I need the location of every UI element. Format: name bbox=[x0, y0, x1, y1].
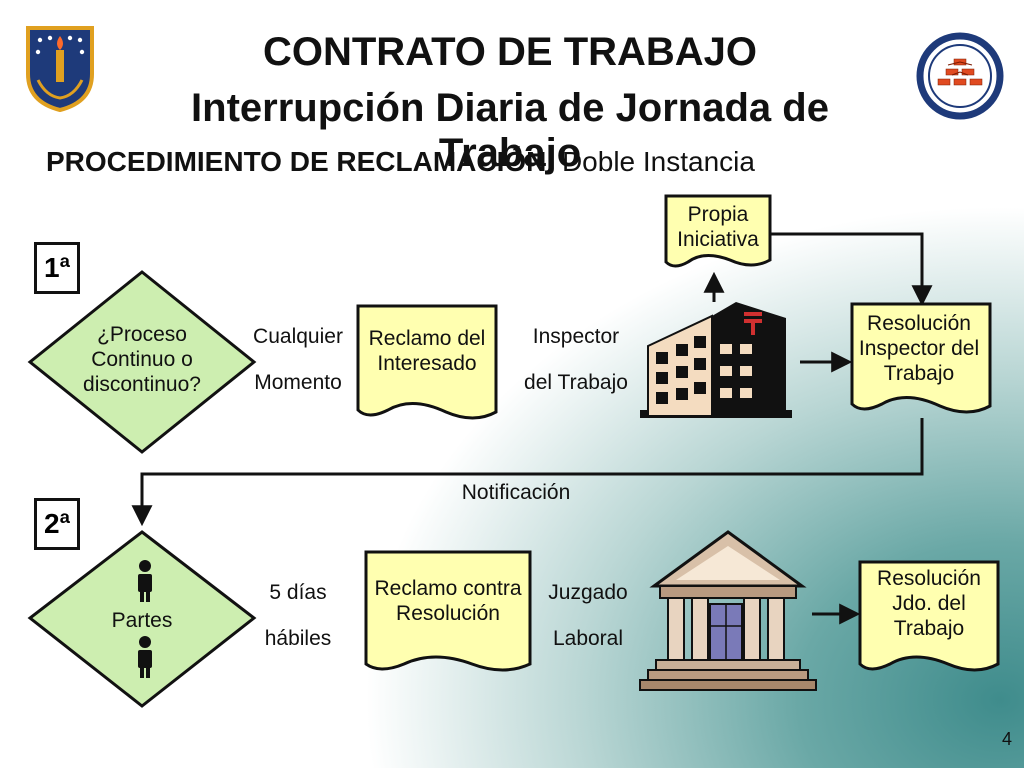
actor-line: Inspector bbox=[532, 325, 620, 348]
actor-label-juzgado: Juzgado Laboral bbox=[530, 570, 646, 662]
decision-parties-text: Partes bbox=[111, 609, 173, 632]
page-subtitle: Interrupción Diaria de Jornada de Trabaj… bbox=[191, 86, 829, 175]
actor-label-inspector: Inspector del Trabajo bbox=[516, 314, 636, 406]
document-reclamo-resolucion bbox=[364, 550, 532, 672]
page-title: CONTRATO DE TRABAJO bbox=[262, 30, 758, 74]
when-label-row1: Cualquier Momento bbox=[248, 314, 348, 406]
page-number: 4 bbox=[1001, 729, 1012, 749]
document-resolucion-juzgado bbox=[858, 560, 1000, 672]
decision-process-text: ¿Proceso Continuo o discontinuo? bbox=[62, 322, 222, 398]
decision-diamond-parties bbox=[27, 530, 257, 708]
when-line: Cualquier bbox=[253, 325, 343, 348]
document-propia-iniciativa bbox=[664, 194, 772, 268]
reclamo-resolucion-text: Reclamo contra Resolución bbox=[366, 576, 530, 626]
person-icon bbox=[138, 636, 152, 678]
resolucion-inspector-text: Resolución Inspector del Trabajo bbox=[848, 311, 990, 387]
decision-diamond-process bbox=[27, 270, 257, 454]
doc-line: Resolución bbox=[867, 312, 971, 335]
doc-line: Resolución bbox=[877, 567, 981, 590]
doc-line: Reclamo contra bbox=[374, 577, 522, 600]
actor-line: Juzgado bbox=[548, 581, 628, 604]
doc-line: Inspector del bbox=[858, 337, 980, 361]
when-line: Momento bbox=[254, 371, 342, 395]
person-icon bbox=[138, 560, 152, 602]
procedure-heading-bold: PROCEDIMIENTO DE RECLAMACIÓN bbox=[46, 146, 547, 177]
doc-line: Resolución bbox=[396, 602, 500, 626]
doc-line: Jdo. del bbox=[892, 592, 966, 616]
when-line: hábiles bbox=[264, 627, 332, 651]
decision-line: Continuo o bbox=[91, 348, 193, 372]
procedure-heading: PROCEDIMIENTO DE RECLAMACIÓN: Doble Inst… bbox=[46, 146, 755, 178]
university-shield-logo bbox=[26, 26, 94, 112]
reclamo-interesado-text: Reclamo del Interesado bbox=[358, 326, 496, 376]
procedure-heading-rest: : Doble Instancia bbox=[546, 146, 755, 177]
actor-line: del Trabajo bbox=[524, 371, 628, 395]
decision-line: discontinuo? bbox=[83, 373, 201, 397]
document-reclamo-interesado bbox=[356, 304, 498, 420]
doc-line: Interesado bbox=[377, 352, 477, 376]
when-line: 5 días bbox=[269, 581, 327, 604]
propia-iniciativa-text: Propia Iniciativa bbox=[666, 202, 770, 252]
emblem-red-mark bbox=[744, 312, 762, 335]
decision-line: ¿Proceso bbox=[97, 323, 187, 346]
resolucion-juzgado-text: Resolución Jdo. del Trabajo bbox=[858, 566, 1000, 642]
stage-first-instance: 1ª bbox=[34, 242, 80, 294]
notification-label: Notificación bbox=[461, 481, 571, 504]
department-emblem-logo bbox=[900, 26, 1022, 126]
doc-line: Propia bbox=[687, 203, 749, 226]
stage-second-instance: 2ª bbox=[34, 498, 80, 550]
doc-line: Reclamo del bbox=[368, 327, 486, 350]
courthouse-icon bbox=[639, 530, 817, 691]
connector-propia-to-resolucion bbox=[770, 232, 933, 307]
doc-line: Trabajo bbox=[893, 617, 965, 641]
document-resolucion-inspector bbox=[850, 302, 992, 414]
connector-notification bbox=[131, 418, 924, 527]
office-building-icon bbox=[640, 302, 792, 418]
actor-line: Laboral bbox=[552, 627, 624, 651]
when-label-row2: 5 días hábiles bbox=[248, 570, 348, 662]
doc-line: Trabajo bbox=[883, 362, 955, 386]
doc-line: Iniciativa bbox=[677, 228, 759, 252]
